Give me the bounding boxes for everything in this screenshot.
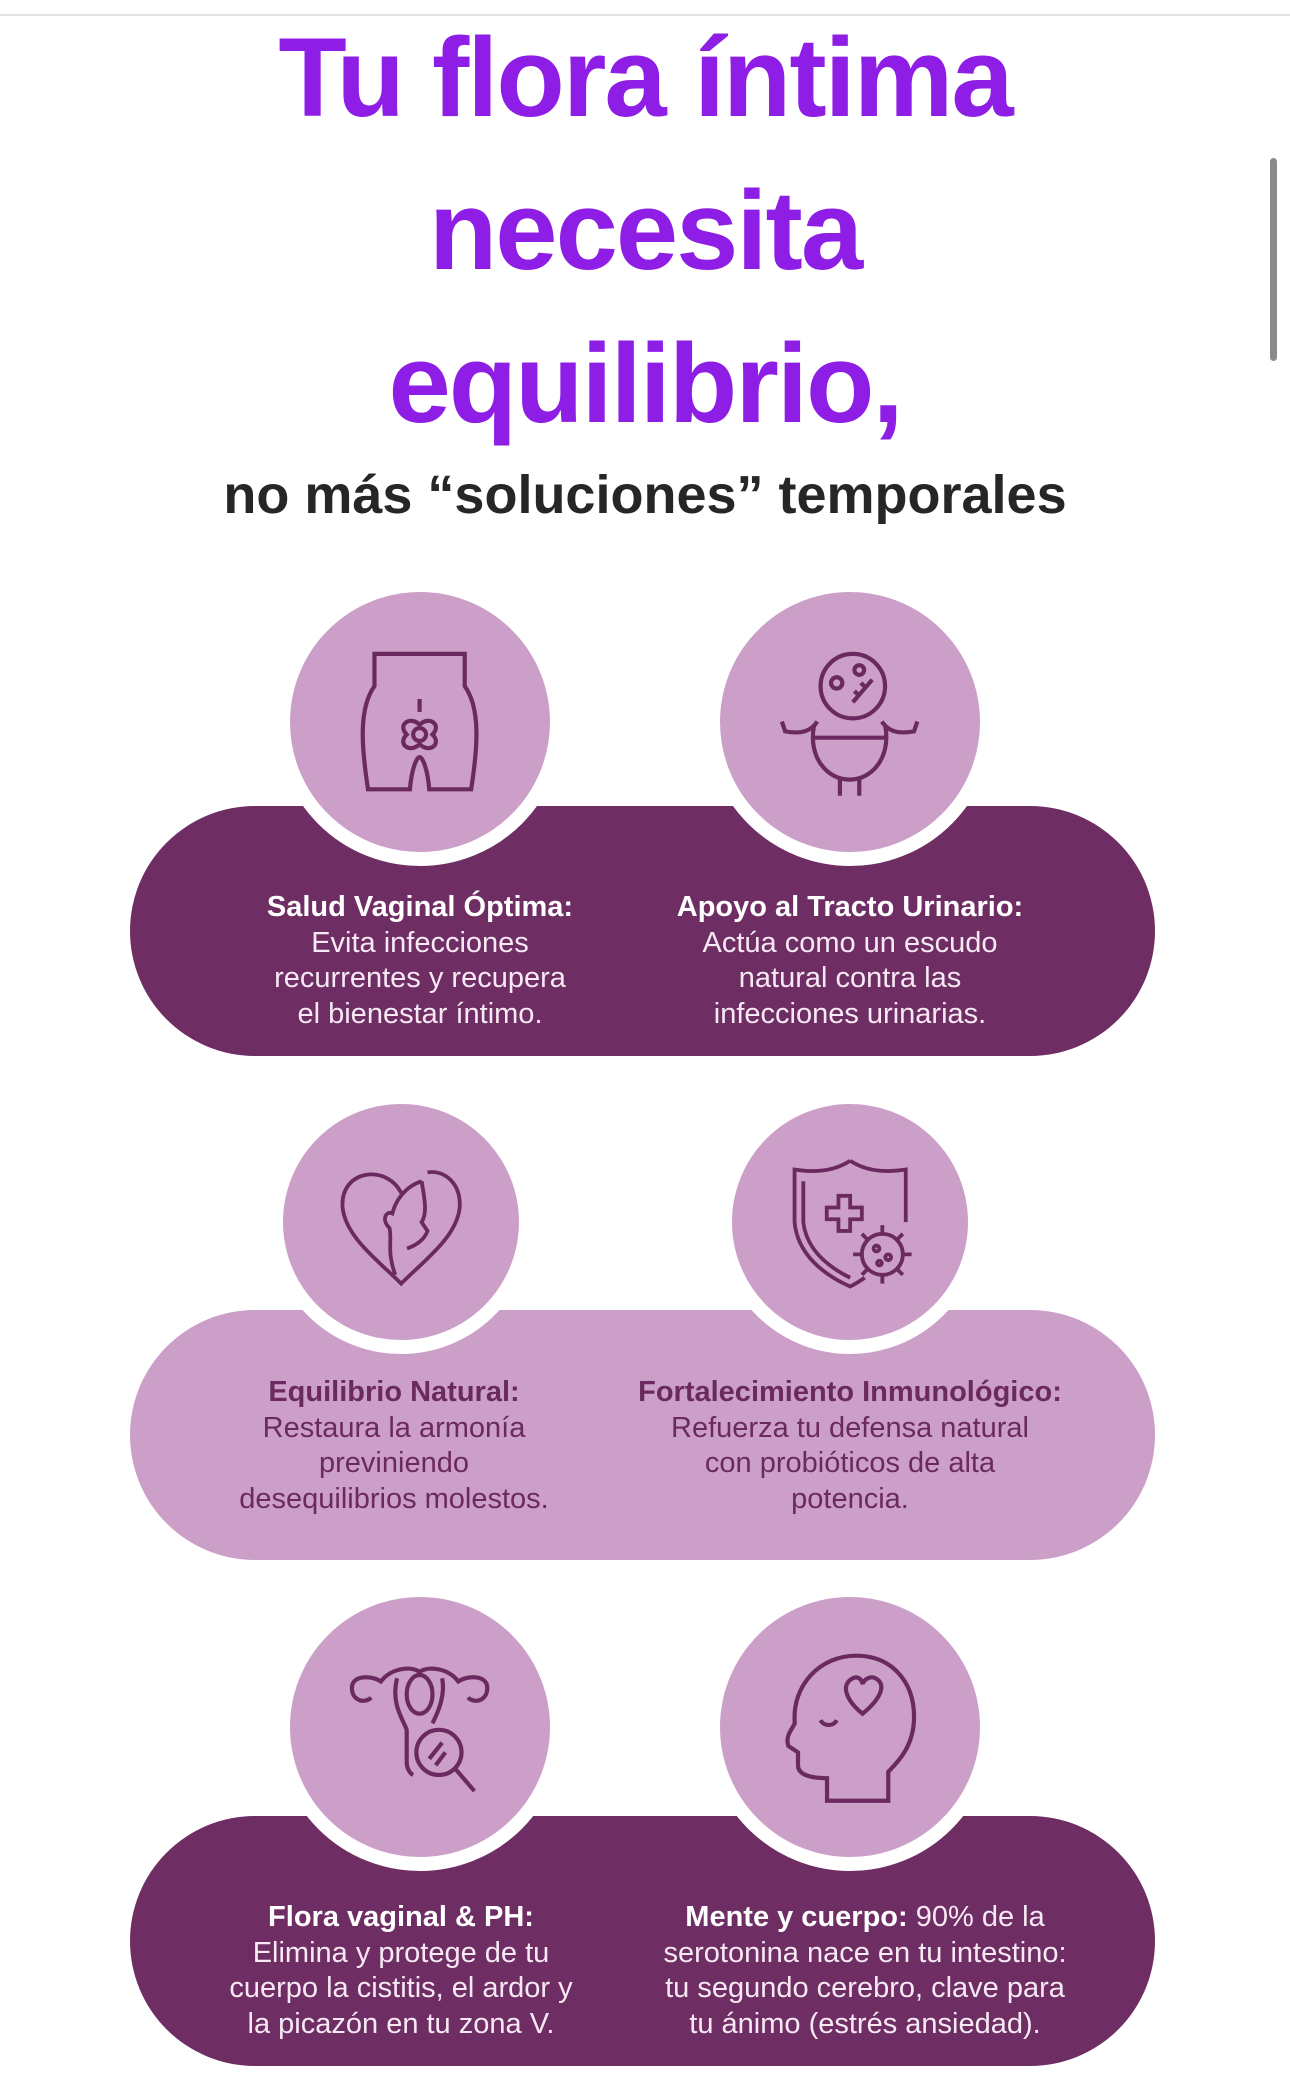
benefit-text: Mente y cuerpo: 90% de la serotonina nac…: [555, 1900, 1175, 2042]
benefit-title: Mente y cuerpo:: [685, 1901, 908, 1933]
benefit-circle: [706, 578, 994, 866]
benefit-title: Flora vaginal & PH:: [268, 1901, 534, 1933]
head-heart-icon: [785, 1653, 917, 1804]
benefit-line: Actúa como un escudo: [702, 926, 998, 959]
benefit-line: con probióticos de alta: [704, 1447, 996, 1479]
benefit-circle: [276, 578, 564, 866]
benefit-line: recurrentes y recupera: [274, 962, 566, 994]
benefit-title: Equilibrio Natural:: [268, 1376, 520, 1408]
benefit-line: Restaura la armonía: [262, 1411, 526, 1444]
benefit-line: desequilibrios molestos.: [239, 1482, 549, 1515]
benefit-circle: [706, 1583, 994, 1871]
benefit-line: tu ánimo (estrés ansiedad).: [689, 2007, 1041, 2040]
benefit-pill-row-2: [130, 1310, 1155, 1560]
benefit-title: Salud Vaginal Óptima:: [266, 891, 574, 923]
shield-virus-icon: [792, 1158, 912, 1289]
benefit-text: Fortalecimiento Inmunológico: Refuerza t…: [540, 1375, 1160, 1517]
benefit-line: previniendo: [319, 1447, 469, 1479]
subtitle: no más “soluciones” temporales: [223, 465, 1067, 525]
scrollbar[interactable]: [1270, 158, 1277, 361]
benefit-text: Salud Vaginal Óptima: Evita infecciones …: [110, 890, 730, 1032]
benefit-pill-row-1: [130, 806, 1155, 1056]
benefit-line: Evita infecciones: [311, 926, 529, 959]
benefit-text: Apoyo al Tracto Urinario: Actúa como un …: [540, 890, 1160, 1032]
benefit-line: natural contra las: [738, 962, 962, 994]
top-divider: [0, 14, 1290, 16]
bladder-bacteria-icon: [780, 652, 920, 797]
benefit-title-suffix: 90% de la: [907, 1901, 1045, 1933]
headline-line-3: equilibrio,: [388, 321, 903, 446]
benefit-line: Refuerza tu defensa natural: [671, 1411, 1029, 1444]
heart-woman-icon: [340, 1170, 462, 1287]
benefit-circle: [718, 1090, 982, 1354]
benefit-title: Fortalecimiento Inmunológico:: [638, 1376, 1062, 1408]
benefit-text: Equilibrio Natural: Restaura la armonía …: [84, 1375, 704, 1517]
headline-line-2: necesita: [428, 168, 863, 293]
benefit-line: Elimina y protege de tu: [252, 1936, 550, 1969]
benefit-circle: [269, 1090, 533, 1354]
benefit-line: infecciones urinarias.: [713, 997, 987, 1030]
benefit-line: potencia.: [791, 1482, 909, 1515]
benefit-circle: [276, 1583, 564, 1871]
headline-line-1: Tu flora íntima: [278, 15, 1013, 140]
benefit-line: el bienestar íntimo.: [297, 997, 543, 1030]
uterus-magnifier-icon: [350, 1666, 490, 1793]
benefit-pill-row-3: [130, 1816, 1155, 2066]
benefit-text: Flora vaginal & PH: Elimina y protege de…: [91, 1900, 711, 2042]
benefit-line: serotonina nace en tu intestino:: [663, 1936, 1067, 1969]
benefit-line: tu segundo cerebro, clave para: [665, 1972, 1065, 2004]
benefit-line: la picazón en tu zona V.: [247, 2007, 555, 2040]
benefit-line: cuerpo la cistitis, el ardor y: [229, 1972, 573, 2004]
body-flower-icon: [361, 652, 479, 792]
benefit-title: Apoyo al Tracto Urinario:: [676, 891, 1024, 923]
